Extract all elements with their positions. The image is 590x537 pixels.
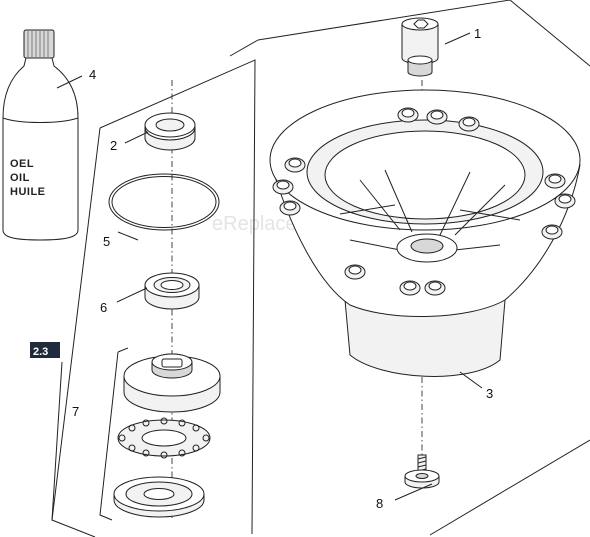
- callout-5: 5: [103, 234, 110, 249]
- oil-bottle-part: OEL OIL HUILE: [2, 29, 79, 241]
- callout-4: 4: [89, 67, 96, 82]
- group-badge: 2.3: [30, 342, 60, 358]
- callout-7: 7: [72, 404, 79, 419]
- callout-2: 2: [110, 138, 117, 153]
- screw-part: [404, 454, 440, 489]
- bottle-label-line-2: OIL: [10, 172, 30, 184]
- bottle-label-line-1: OEL: [10, 158, 34, 170]
- seal-ring-part: [144, 112, 196, 151]
- callout-8: 8: [376, 496, 383, 511]
- callout-3: 3: [486, 386, 493, 401]
- cap-plug-part: [401, 17, 439, 77]
- leader-lines: [56, 32, 483, 501]
- callout-1: 1: [474, 26, 481, 41]
- assembly-frame: [229, 0, 590, 536]
- bolt-bosses: [272, 107, 576, 296]
- swash-housing-part: [269, 89, 581, 377]
- item7-bracket: [99, 347, 129, 521]
- thrust-washer-part: [113, 476, 205, 518]
- subgroup-bracket: [51, 59, 256, 537]
- thrust-disc-part: [123, 353, 221, 413]
- needle-bearing-part: [117, 417, 211, 459]
- o-ring-part: [108, 173, 220, 231]
- bottle-label-line-3: HUILE: [10, 186, 46, 198]
- group-badge-label: 2.3: [33, 346, 48, 358]
- callout-6: 6: [100, 300, 107, 315]
- ball-bearing-part: [144, 272, 200, 310]
